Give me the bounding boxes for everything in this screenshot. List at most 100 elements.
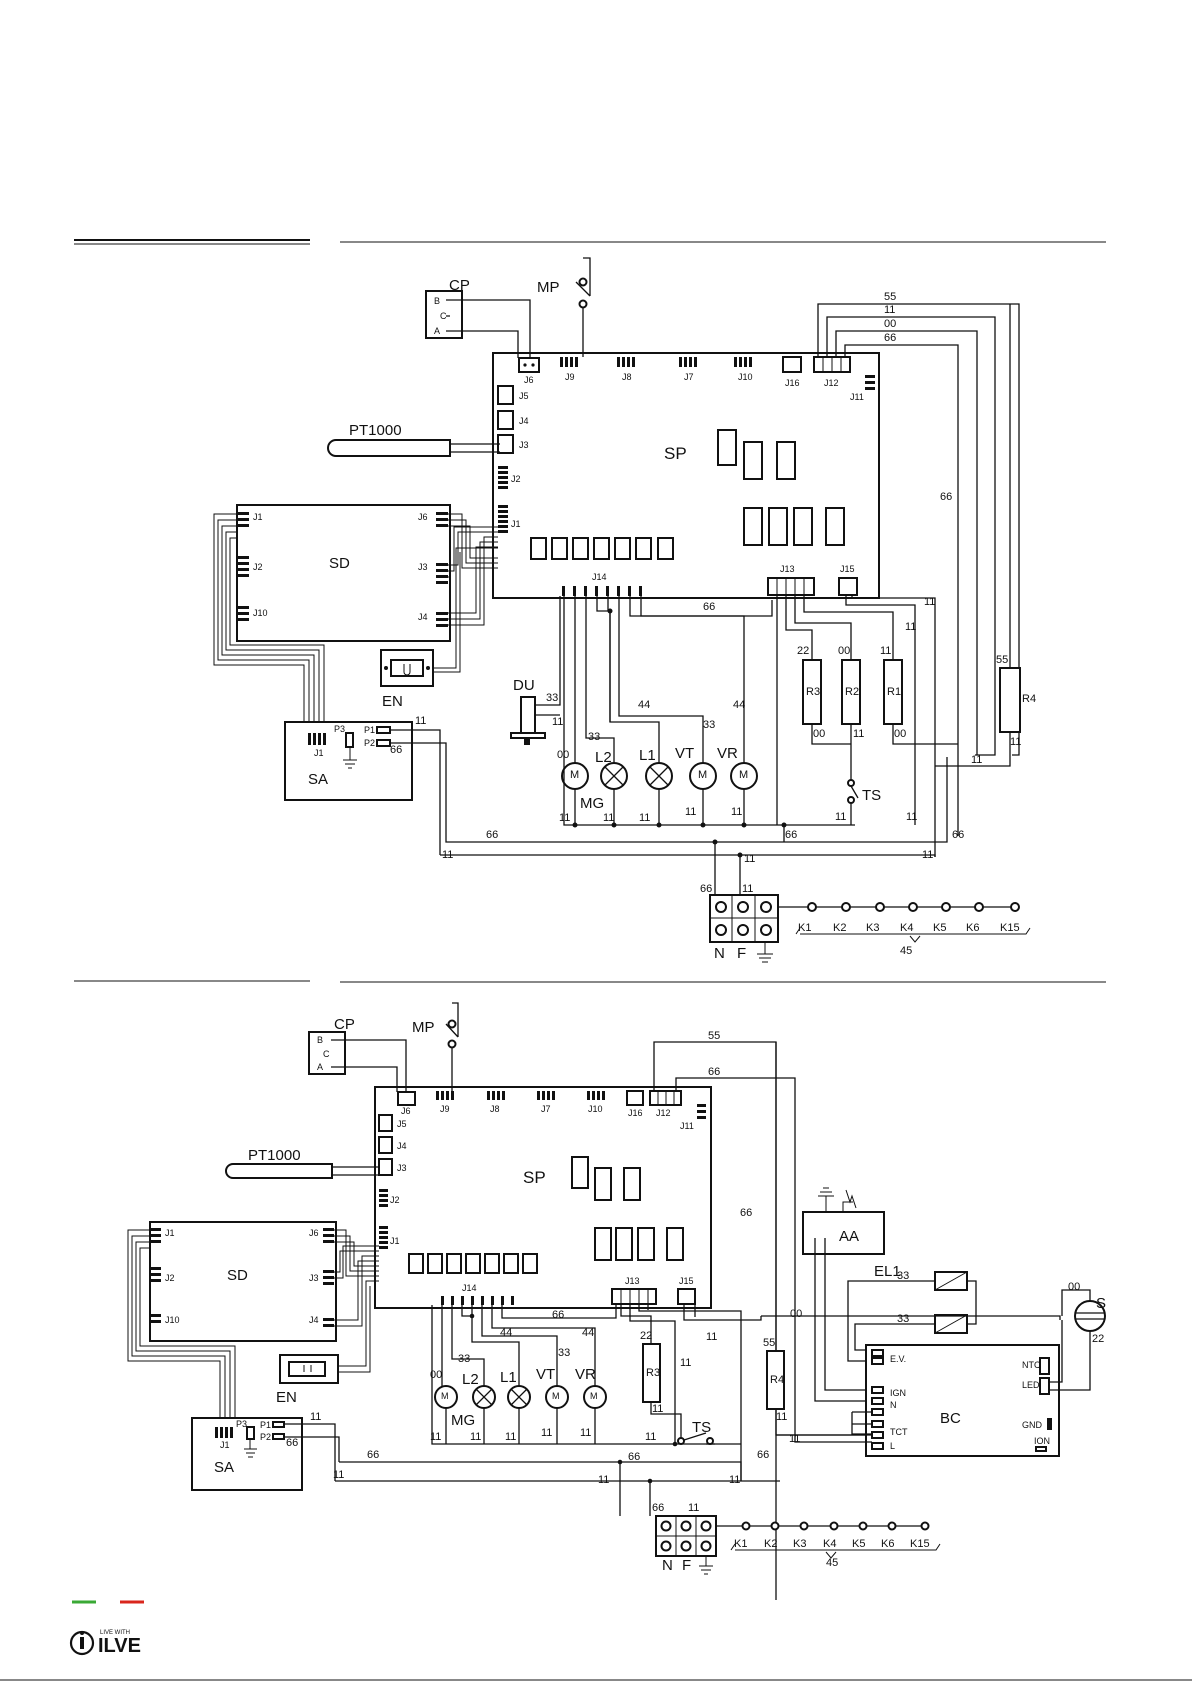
sd-j1: J1 — [253, 512, 263, 522]
relay-k3: K3 — [866, 922, 879, 934]
diagram-2: SP J6 J9 J8 J7 J10 — [127, 1002, 1106, 1600]
pt1000-2-label: PT1000 — [248, 1147, 301, 1164]
cp-pin-b: B — [434, 296, 440, 306]
sp2-relays — [408, 1156, 684, 1274]
svg-text:J9: J9 — [440, 1104, 450, 1114]
diagram-1: SP J6 — [213, 257, 1036, 963]
svg-text:11: 11 — [598, 1474, 609, 1486]
r3-2-label: R3 — [646, 1367, 660, 1379]
sa-wire-11: 11 — [415, 715, 426, 727]
wire-11-label: 11 — [884, 304, 895, 316]
vt-label: VT — [675, 745, 694, 762]
svg-text:11: 11 — [442, 849, 453, 861]
wire-00-label: 00 — [884, 318, 896, 330]
svg-text:11: 11 — [639, 812, 650, 824]
relay2-bus-label: 45 — [826, 1557, 838, 1569]
j11-label: J11 — [850, 392, 864, 402]
vr2-label: VR — [575, 1366, 596, 1383]
sp2-top-connectors: J6 J9 J8 J7 J10 J16 J12 J11 — [397, 1090, 706, 1131]
svg-text:11: 11 — [680, 1357, 691, 1369]
svg-text:33: 33 — [458, 1353, 470, 1365]
terminal2-n-label: N — [662, 1557, 673, 1574]
svg-text:J2: J2 — [165, 1273, 175, 1283]
svg-text:66: 66 — [367, 1449, 379, 1461]
j10-label: J10 — [738, 372, 753, 382]
mp-label: MP — [537, 279, 560, 296]
relay-k15: K15 — [1000, 922, 1020, 934]
wire-66-side: 66 — [940, 491, 952, 503]
svg-text:M: M — [590, 1391, 598, 1401]
svg-text:11: 11 — [580, 1427, 591, 1439]
relay-k5: K5 — [933, 922, 946, 934]
svg-text:11: 11 — [470, 1431, 481, 1443]
resistor-r4 — [999, 667, 1021, 733]
l22-label: L2 — [462, 1371, 479, 1388]
svg-text:00: 00 — [838, 645, 850, 657]
svg-text:00: 00 — [790, 1308, 802, 1320]
el1-label: EL1 — [874, 1263, 901, 1280]
j7-label: J7 — [684, 372, 694, 382]
ts-label: TS — [862, 787, 881, 804]
sp-bottom-connectors: J14 J13 J15 — [562, 564, 858, 596]
svg-text:11: 11 — [744, 853, 755, 865]
ground-icon — [757, 942, 773, 963]
sp2-left-connectors: J5 J4 J3 J2 J1 — [378, 1114, 407, 1249]
bc-pin-led: LED — [1022, 1380, 1040, 1390]
svg-text:11: 11 — [430, 1431, 441, 1443]
sp-top-connectors: J6 J9 J8 J7 J10 J16 J12 J11 — [518, 356, 875, 402]
du-label: DU — [513, 677, 535, 694]
cp-pin-a: A — [434, 326, 440, 336]
svg-text:33: 33 — [897, 1270, 909, 1282]
s-label: S — [1096, 1295, 1106, 1312]
sa-p2: P2 — [364, 738, 375, 748]
svg-text:44: 44 — [638, 699, 650, 711]
logo-tagline: LIVE WITH — [100, 1630, 130, 1636]
sp2-label: SP — [523, 1168, 546, 1187]
sa-p1: P1 — [364, 725, 375, 735]
vr-label: VR — [717, 745, 738, 762]
svg-text:11: 11 — [731, 806, 742, 818]
svg-text:P1: P1 — [260, 1420, 271, 1430]
du-wire-33: 33 — [546, 692, 558, 704]
cp-box — [425, 290, 463, 339]
r4-2-label: R4 — [770, 1374, 784, 1386]
svg-text:22: 22 — [640, 1330, 652, 1342]
svg-text:11: 11 — [333, 1469, 344, 1481]
bc-pin-l: L — [890, 1441, 895, 1451]
sd-j4: J4 — [418, 612, 428, 622]
j8-label: J8 — [622, 372, 632, 382]
svg-text:J7: J7 — [541, 1104, 551, 1114]
svg-text:M: M — [441, 1391, 449, 1401]
j14-label: J14 — [592, 572, 607, 582]
j13-label: J13 — [780, 564, 795, 574]
en-label: EN — [382, 693, 403, 710]
svg-text:J14: J14 — [462, 1283, 477, 1293]
svg-text:P3: P3 — [236, 1419, 247, 1429]
svg-text:11: 11 — [310, 1411, 321, 1423]
pt1000-label: PT1000 — [349, 422, 402, 439]
relay2-k3: K3 — [793, 1538, 806, 1550]
loads-row-2: M M M — [434, 1385, 607, 1409]
svg-text:33: 33 — [703, 719, 715, 731]
cp-label: CP — [449, 277, 470, 294]
svg-text:22: 22 — [797, 645, 809, 657]
svg-text:33: 33 — [558, 1347, 570, 1359]
sd2-label: SD — [227, 1267, 248, 1284]
svg-text:M: M — [698, 769, 707, 781]
svg-text:J1: J1 — [390, 1236, 400, 1246]
section-rules — [0, 239, 1192, 1681]
relay-k6: K6 — [966, 922, 979, 934]
svg-text:11: 11 — [652, 1403, 663, 1415]
sd-j2: J2 — [253, 562, 263, 572]
aa-label: AA — [839, 1228, 859, 1245]
j15-label: J15 — [840, 564, 855, 574]
svg-text:22: 22 — [1092, 1333, 1104, 1345]
svg-text:66: 66 — [552, 1309, 564, 1321]
l1-label: L1 — [639, 747, 656, 764]
r2-label: R2 — [845, 686, 859, 698]
svg-text:11: 11 — [776, 1411, 787, 1423]
logo-brand: ILVE — [98, 1635, 141, 1657]
sd-board-2 — [149, 1221, 337, 1342]
sp-left-connectors: J5 J4 J3 J2 J1 — [497, 385, 529, 533]
cp-pin-c: C — [440, 311, 447, 321]
